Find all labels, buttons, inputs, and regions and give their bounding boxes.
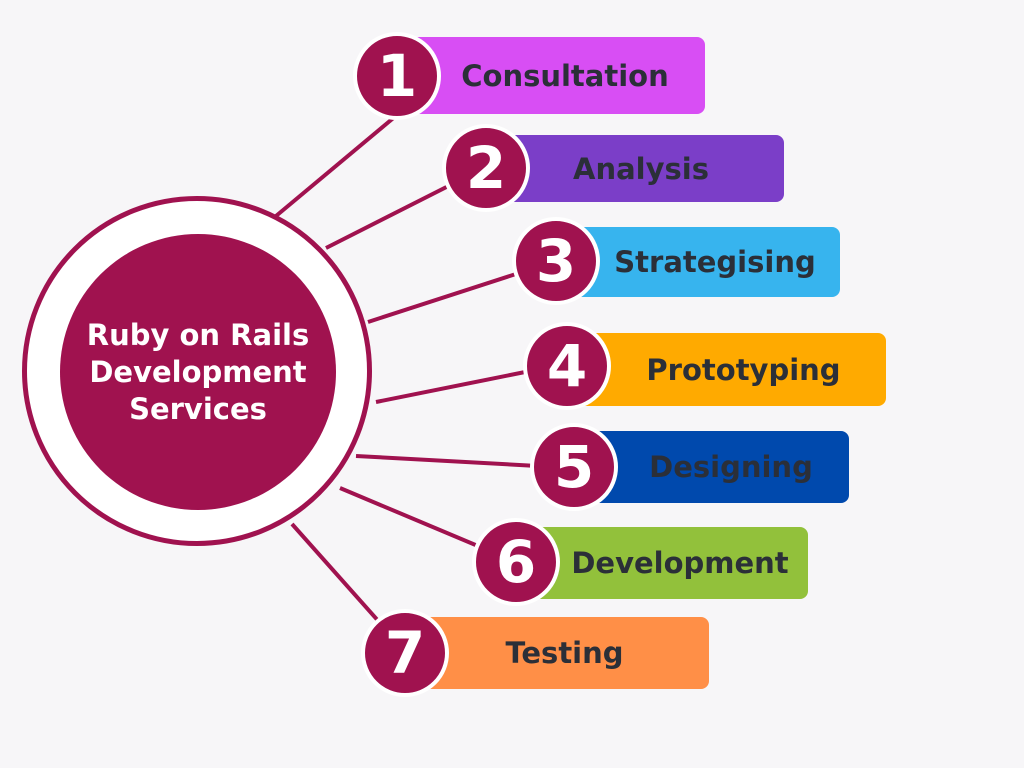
- hub-title-line-1: Ruby on Rails: [86, 317, 310, 352]
- service-label-3: Strategising: [614, 245, 816, 279]
- hub-circle: Ruby on Rails Development Services: [60, 234, 336, 510]
- service-bar-3: Strategising: [562, 227, 840, 297]
- service-number-7: 7: [384, 619, 426, 687]
- service-number-badge-5: 5: [530, 423, 618, 511]
- service-label-6: Development: [571, 546, 789, 580]
- service-label-2: Analysis: [573, 151, 709, 186]
- service-bar-2: Analysis: [494, 135, 784, 202]
- service-number-4: 4: [546, 332, 588, 400]
- hub-title-line-2: Development: [89, 354, 307, 389]
- service-number-3: 3: [535, 227, 577, 295]
- service-number-badge-1: 1: [353, 32, 441, 120]
- service-bar-5: Designing: [585, 431, 849, 503]
- service-label-1: Consultation: [461, 58, 669, 93]
- service-number-badge-6: 6: [472, 518, 560, 606]
- service-label-7: Testing: [505, 636, 624, 670]
- connector-1: [274, 113, 399, 218]
- service-number-badge-2: 2: [442, 124, 530, 212]
- service-number-2: 2: [465, 134, 507, 202]
- service-bar-1: Consultation: [405, 37, 705, 114]
- service-number-badge-4: 4: [523, 322, 611, 410]
- service-number-badge-7: 7: [361, 609, 449, 697]
- service-bar-6: Development: [522, 527, 808, 599]
- service-number-badge-3: 3: [512, 217, 600, 305]
- service-label-4: Prototyping: [646, 352, 841, 387]
- service-number-1: 1: [376, 42, 418, 110]
- hub-title: Ruby on Rails Development Services: [78, 317, 318, 428]
- service-label-5: Designing: [649, 450, 813, 484]
- service-bar-7: Testing: [410, 617, 709, 689]
- service-number-5: 5: [553, 433, 595, 501]
- hub-title-line-3: Services: [129, 391, 267, 426]
- service-number-6: 6: [495, 528, 537, 596]
- service-bar-4: Prototyping: [577, 333, 886, 406]
